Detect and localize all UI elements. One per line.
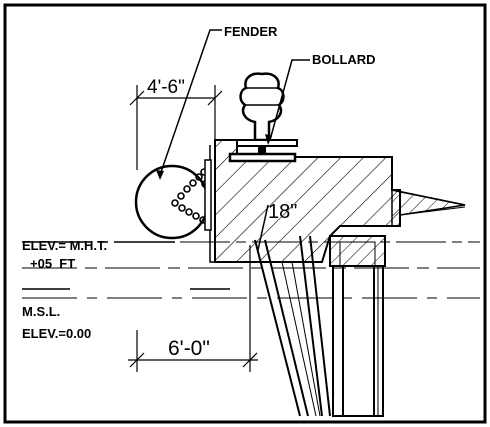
slab-dimension-label: 18": [268, 201, 297, 223]
vertical-pile: [332, 265, 384, 417]
top-dimension-lines: [129, 85, 223, 170]
msl-elev-label: ELEV.=0.00: [22, 326, 91, 341]
elev-mht-label: ELEV.= M.H.T.: [22, 238, 107, 253]
drawing-border: [3, 3, 487, 424]
deck-edge-beam: [391, 189, 466, 227]
water-level-lines: [22, 241, 480, 299]
bollard: [228, 72, 298, 163]
elev-mht-value: +05 FT: [30, 256, 75, 271]
battered-piles: [254, 235, 331, 417]
bottom-dimension-label: 6'-0": [168, 337, 210, 360]
bottom-dimension-lines: [128, 245, 258, 372]
fender-label: FENDER: [224, 24, 278, 39]
bollard-leader-arrow: [265, 134, 272, 145]
bollard-label: BOLLARD: [312, 52, 376, 67]
msl-label: M.S.L.: [22, 304, 60, 319]
pile-cap: [329, 235, 386, 267]
top-dimension-label: 4'-6": [147, 77, 185, 98]
fender: [134, 159, 212, 240]
fender-leader-arrow: [156, 170, 164, 180]
